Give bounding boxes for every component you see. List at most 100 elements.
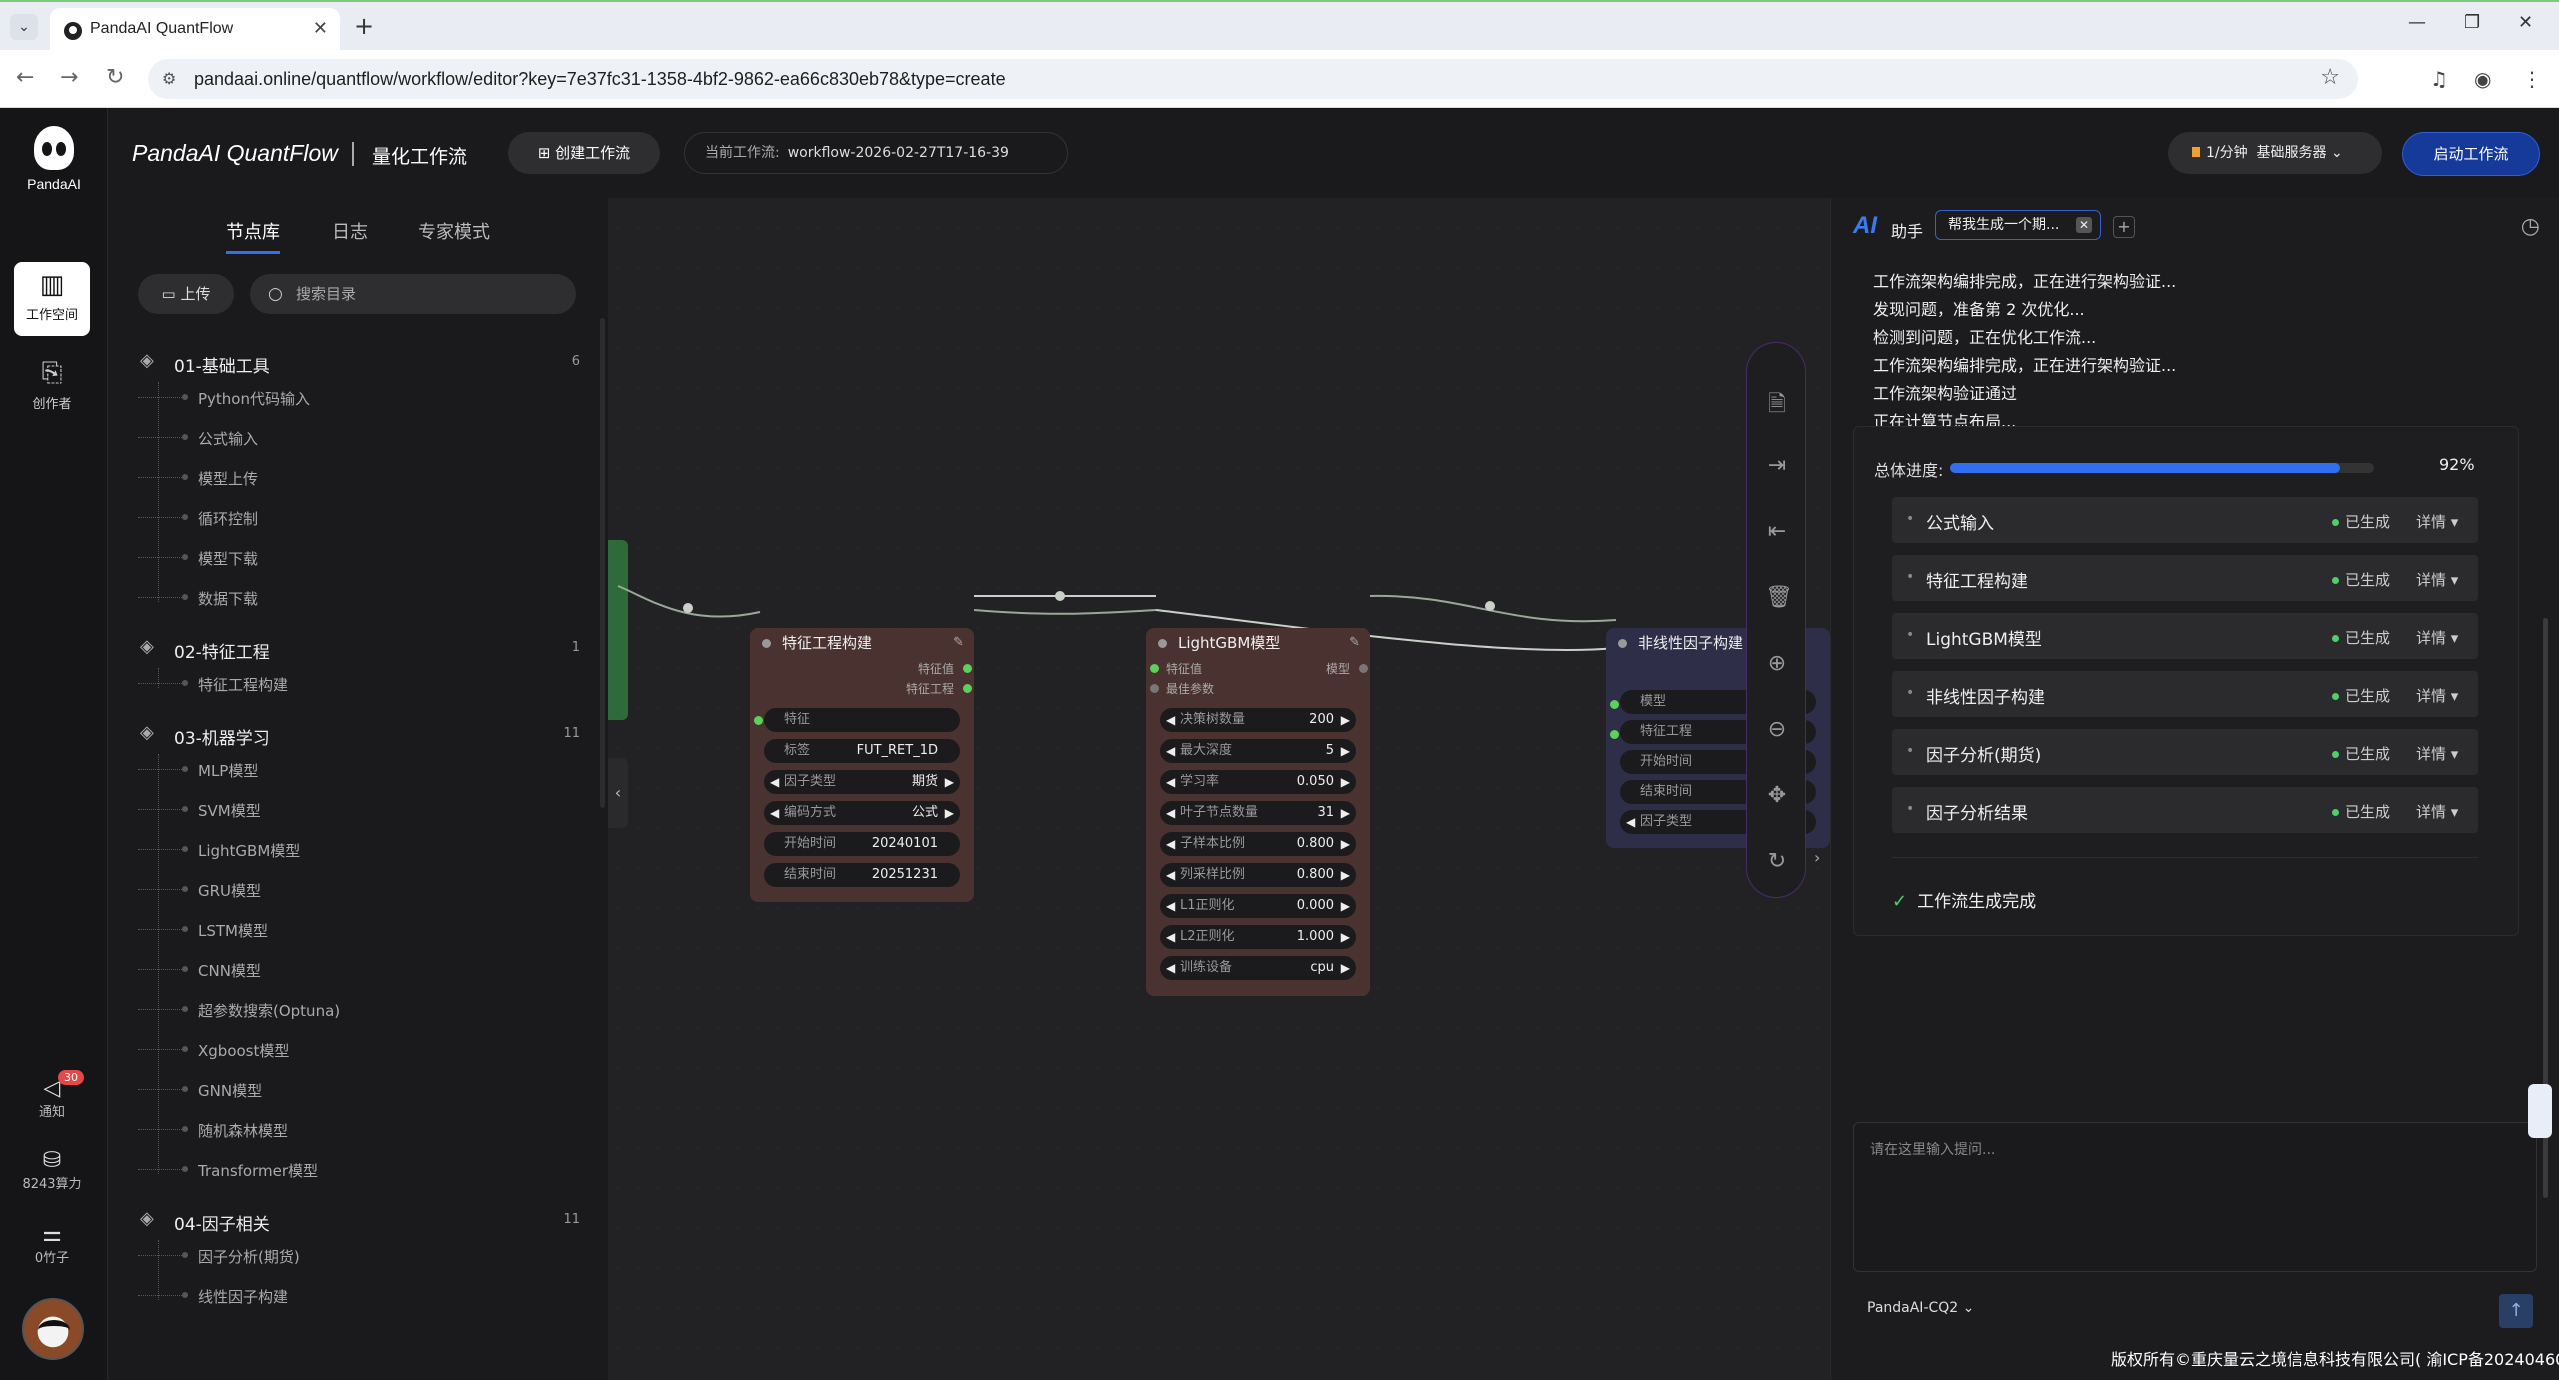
- library-node-item[interactable]: 循环控制: [137, 510, 259, 528]
- library-node-item[interactable]: MLP模型: [137, 762, 259, 780]
- back-icon[interactable]: ←: [16, 65, 35, 90]
- reset-icon[interactable]: ↻: [1767, 849, 1787, 874]
- arrow-left-icon[interactable]: ◀: [1166, 930, 1176, 944]
- step-detail-toggle[interactable]: 详情 ▾: [2416, 745, 2459, 763]
- arrow-left-icon[interactable]: ◀: [1166, 868, 1176, 882]
- arrow-left-icon[interactable]: ◀: [1166, 899, 1176, 913]
- arrow-left-icon[interactable]: ◀: [1166, 961, 1176, 975]
- node-header[interactable]: 非线性因子构建: [1606, 628, 1830, 658]
- arrow-left-icon[interactable]: ◀: [1166, 806, 1176, 820]
- nav-workspace[interactable]: ▥ 工作空间: [14, 262, 90, 336]
- library-node-item[interactable]: 模型下载: [137, 550, 259, 568]
- arrow-right-icon[interactable]: ▶: [1340, 713, 1350, 727]
- step-detail-toggle[interactable]: 详情 ▾: [2416, 687, 2459, 705]
- tab-list-button[interactable]: ⌄: [10, 14, 38, 40]
- save-icon[interactable]: 🗎: [1768, 392, 1786, 417]
- avatar[interactable]: [22, 1298, 84, 1360]
- output-port[interactable]: [963, 684, 972, 693]
- nav-bamboo[interactable]: ⚌ 0竹子: [8, 1222, 96, 1266]
- zoom-out-icon[interactable]: ⊖: [1767, 717, 1787, 742]
- send-button[interactable]: ↑: [2499, 1294, 2533, 1328]
- output-port[interactable]: [963, 664, 972, 673]
- workflow-step-item[interactable]: •LightGBM模型已生成详情 ▾: [1892, 613, 2478, 659]
- library-node-item[interactable]: 因子分析(期货): [138, 1248, 300, 1266]
- library-node-item[interactable]: 数据下载: [137, 590, 259, 608]
- model-select[interactable]: PandaAI-CQ2 ⌄: [1867, 1300, 1974, 1316]
- arrow-right-icon[interactable]: ▶: [944, 775, 954, 789]
- workflow-step-item[interactable]: •因子分析(期货)已生成详情 ▾: [1892, 729, 2478, 775]
- arrow-left-icon[interactable]: ◀: [1166, 775, 1176, 789]
- step-detail-toggle[interactable]: 详情 ▾: [2416, 803, 2459, 821]
- profile-icon[interactable]: ◉: [2474, 67, 2492, 91]
- output-port[interactable]: [1359, 664, 1368, 673]
- minimize-icon[interactable]: —: [2408, 12, 2426, 33]
- tab-node-library[interactable]: 节点库: [226, 218, 280, 254]
- step-detail-toggle[interactable]: 详情 ▾: [2416, 571, 2459, 589]
- input-port-field[interactable]: 特征: [764, 708, 960, 732]
- create-workflow-button[interactable]: ⊞ 创建工作流: [508, 132, 660, 174]
- arrow-right-icon[interactable]: ▶: [1340, 961, 1350, 975]
- tab-expert-mode[interactable]: 专家模式: [418, 222, 490, 243]
- ai-conversation-tab[interactable]: 帮我生成一个期...✕: [1935, 210, 2101, 240]
- library-node-item[interactable]: GNN模型: [137, 1082, 263, 1100]
- start-workflow-button[interactable]: 启动工作流: [2402, 132, 2540, 176]
- collapse-library-button[interactable]: ‹: [608, 758, 628, 828]
- library-scrollbar[interactable]: [600, 318, 605, 808]
- close-conversation-icon[interactable]: ✕: [2076, 217, 2092, 233]
- offscreen-node-edge[interactable]: [608, 540, 628, 720]
- browser-menu-icon[interactable]: ⋮: [2522, 67, 2542, 91]
- library-node-item[interactable]: CNN模型: [138, 962, 261, 980]
- edit-node-icon[interactable]: ✎: [953, 635, 964, 650]
- library-node-item[interactable]: LSTM模型: [138, 922, 268, 940]
- arrow-left-icon[interactable]: ◀: [1626, 815, 1636, 829]
- step-detail-toggle[interactable]: 详情 ▾: [2416, 513, 2459, 531]
- zoom-in-icon[interactable]: ⊕: [1767, 651, 1787, 676]
- library-node-item[interactable]: 公式输入: [137, 430, 259, 448]
- library-node-item[interactable]: 特征工程构建: [137, 676, 289, 694]
- url-field[interactable]: ⚙ pandaai.online/quantflow/workflow/edit…: [148, 59, 2358, 99]
- server-select[interactable]: 1/分钟 基础服务器 ⌄: [2168, 132, 2382, 174]
- restore-icon[interactable]: ❐: [2464, 12, 2481, 33]
- arrow-left-icon[interactable]: ◀: [1166, 837, 1176, 851]
- input-port[interactable]: [1150, 664, 1159, 673]
- arrow-right-icon[interactable]: ▶: [1340, 899, 1350, 913]
- workflow-step-item[interactable]: •公式输入已生成详情 ▾: [1892, 497, 2478, 543]
- input-port[interactable]: [1610, 730, 1619, 739]
- nav-notifications[interactable]: ◁ 30 通知: [8, 1070, 96, 1120]
- reload-icon[interactable]: ↻: [106, 65, 125, 90]
- ai-scrollbar[interactable]: [2543, 618, 2548, 1198]
- arrow-right-icon[interactable]: ▶: [944, 806, 954, 820]
- arrow-right-icon[interactable]: ▶: [1340, 744, 1350, 758]
- node-field[interactable]: 因子类型期货◀▶: [764, 770, 960, 794]
- nav-compute[interactable]: ⛁ 8243算力: [8, 1148, 96, 1192]
- input-port[interactable]: [1610, 700, 1619, 709]
- workflow-step-item[interactable]: •非线性因子构建已生成详情 ▾: [1892, 671, 2478, 717]
- input-port[interactable]: [1150, 684, 1159, 693]
- bookmark-star-icon[interactable]: ☆: [2320, 65, 2340, 90]
- library-node-item[interactable]: GRU模型: [137, 882, 262, 900]
- node-header[interactable]: 特征工程构建✎: [750, 628, 974, 658]
- new-tab-button[interactable]: +: [354, 12, 375, 40]
- history-icon[interactable]: ◷: [2520, 214, 2540, 239]
- library-node-item[interactable]: 超参数搜索(Optuna): [137, 1002, 341, 1020]
- node-field[interactable]: 编码方式公式◀▶: [764, 801, 960, 825]
- floating-side-widget[interactable]: [2528, 1084, 2552, 1138]
- arrow-right-icon[interactable]: ▶: [1340, 775, 1350, 789]
- export-icon[interactable]: ⇥: [1767, 453, 1787, 478]
- new-conversation-button[interactable]: +: [2113, 216, 2135, 238]
- library-node-item[interactable]: SVM模型: [138, 802, 261, 820]
